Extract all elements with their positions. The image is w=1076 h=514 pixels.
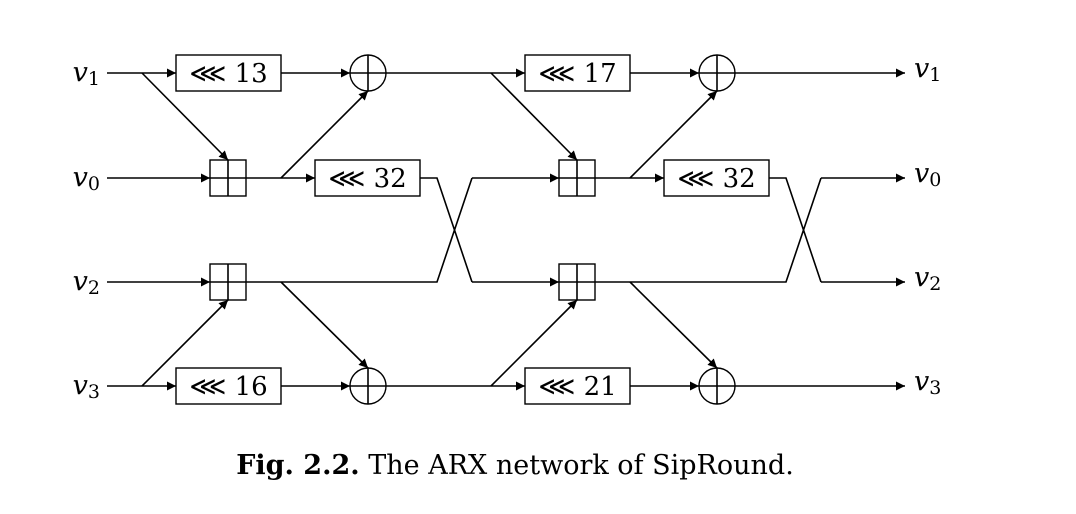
- wire-v1-to-add-v0-r2: [490, 72, 578, 161]
- rotation-box-v3-round-2: ⋘ 21: [524, 367, 631, 405]
- xor-v1-round-1: [349, 54, 387, 92]
- rotation-box-frame: [663, 159, 770, 197]
- output-label-v2: v2: [914, 262, 941, 295]
- input-label-v2: v2: [73, 266, 100, 299]
- input-label-v3: v3: [73, 370, 100, 403]
- swap-wire-v2-up-r2: [595, 177, 822, 283]
- swap-wire-v0-down-r2: [769, 177, 822, 283]
- wire-v0-to-xor-v1-r2: [629, 90, 718, 179]
- rotation-label: ⋘ 16: [189, 372, 267, 402]
- wire-v0-to-xor-v1-r1: [280, 90, 369, 179]
- xor-v3-round-2: [698, 367, 736, 405]
- rotation-box-frame: [524, 54, 631, 92]
- output-label-v3: v3: [914, 366, 941, 399]
- input-label-v0: v0: [73, 162, 100, 195]
- wire-v1-to-add-v0-r1: [141, 72, 229, 161]
- rotation-label: ⋘ 32: [328, 164, 406, 194]
- swap-wire-v0-down-r1: [420, 177, 473, 283]
- figure-caption: Fig. 2.2. The ARX network of SipRound.: [0, 450, 1030, 481]
- caption-number: Fig. 2.2.: [236, 450, 360, 481]
- rotation-box-v1-round-2: ⋘ 17: [524, 54, 631, 92]
- rotation-label: ⋘ 32: [677, 164, 755, 194]
- rotation-box-frame: [175, 54, 282, 92]
- swap-wire-v2-up-r1: [246, 177, 473, 283]
- rotation-box-frame: [314, 159, 421, 197]
- adder-v2-round-1: [209, 263, 247, 301]
- xor-v1-round-2: [698, 54, 736, 92]
- rotation-box-v0-round-1: ⋘ 32: [314, 159, 421, 197]
- wire-v3-to-add-v2-r1: [141, 299, 229, 387]
- rotation-label: ⋘ 17: [538, 59, 616, 89]
- adder-v0-round-2: [558, 159, 596, 197]
- rotation-box-v0-round-2: ⋘ 32: [663, 159, 770, 197]
- adder-v0-round-1: [209, 159, 247, 197]
- xor-v3-round-1: [349, 367, 387, 405]
- wire-v3-to-add-v2-r2: [490, 299, 578, 387]
- rotation-box-v3-round-1: ⋘ 16: [175, 367, 282, 405]
- wire-v2-to-xor-v3-r2: [629, 281, 718, 369]
- input-label-v1: v1: [73, 57, 100, 90]
- rotation-box-frame: [524, 367, 631, 405]
- rotation-label: ⋘ 13: [189, 59, 267, 89]
- output-label-v1: v1: [914, 53, 941, 86]
- adder-v2-round-2: [558, 263, 596, 301]
- rotation-box-v1-round-1: ⋘ 13: [175, 54, 282, 92]
- rotation-label: ⋘ 21: [538, 372, 616, 402]
- output-label-v0: v0: [914, 158, 941, 191]
- wire-v2-to-xor-v3-r1: [280, 281, 369, 369]
- arx-network-diagram: ⋘ 13 ⋘ 32 ⋘ 16 ⋘ 17 ⋘ 32 ⋘ 21 v1 v0 v2 v3 v1 v0 v2 v…: [73, 53, 941, 405]
- caption-text: The ARX network of SipRound.: [359, 450, 794, 481]
- rotation-box-frame: [175, 367, 282, 405]
